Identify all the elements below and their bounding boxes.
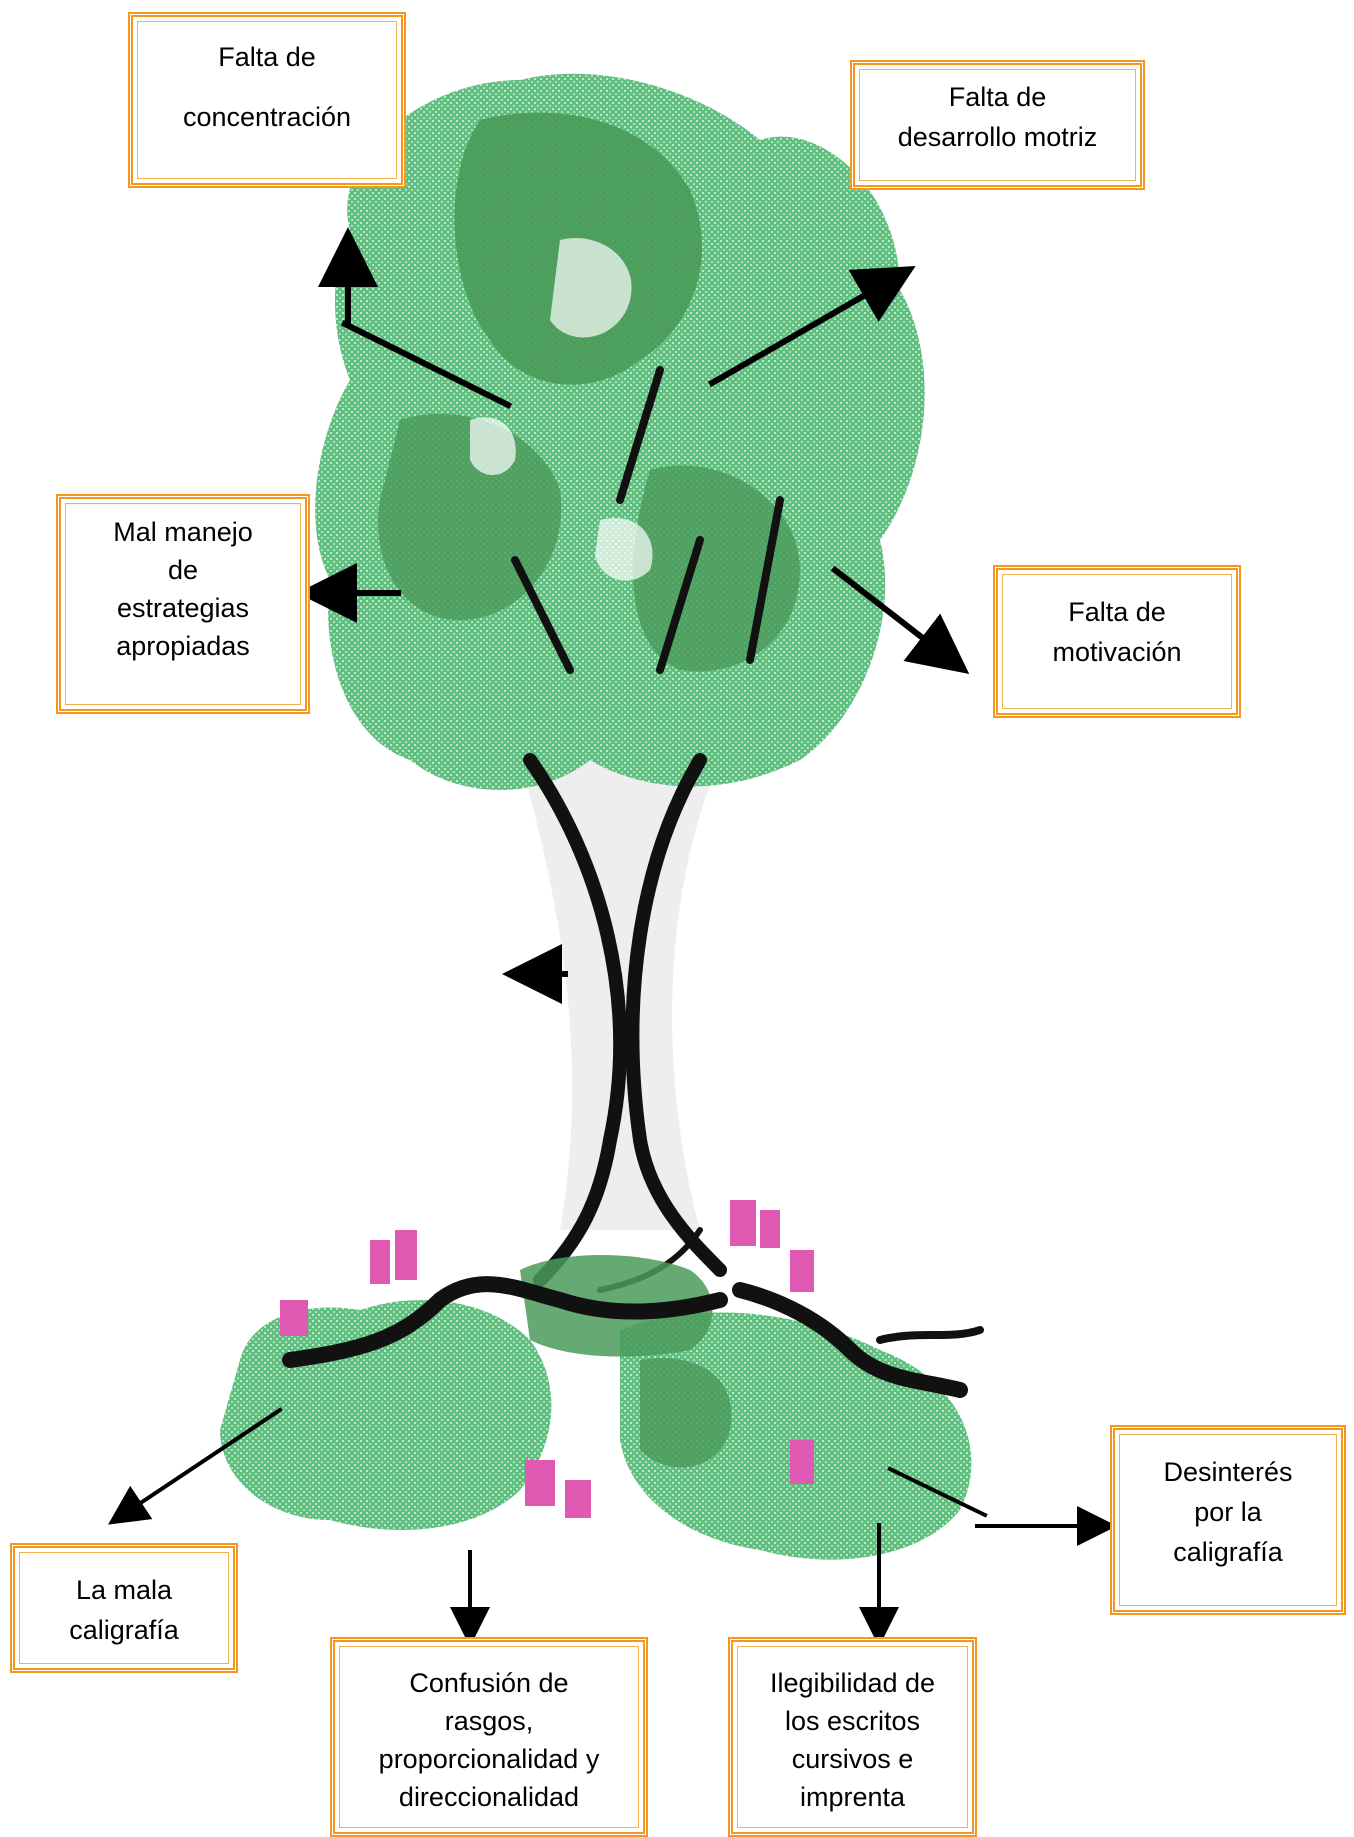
label-text: Falta de desarrollo motriz bbox=[898, 65, 1098, 157]
label-box-top-right: Falta de desarrollo motriz bbox=[850, 60, 1145, 190]
label-box-mid-right: Falta de motivación bbox=[993, 565, 1241, 718]
label-text: La mala caligrafía bbox=[69, 1548, 179, 1650]
label-box-mid-left: Mal manejo de estrategias apropiadas bbox=[56, 494, 310, 714]
label-text: Falta de motivación bbox=[1052, 570, 1181, 672]
label-text: Falta de concentración bbox=[183, 17, 351, 147]
label-text: Confusión de rasgos, proporcionalidad y … bbox=[379, 1642, 600, 1816]
label-text: Ilegibilidad de los escritos cursivos e … bbox=[770, 1642, 935, 1816]
label-box-bottom-right-center: Ilegibilidad de los escritos cursivos e … bbox=[728, 1637, 977, 1837]
tree-canopy bbox=[315, 74, 925, 790]
label-box-top-left: Falta de concentración bbox=[128, 12, 406, 188]
label-box-bottom-right: Desinterés por la caligrafía bbox=[1110, 1425, 1346, 1615]
label-text: Desinterés por la caligrafía bbox=[1163, 1430, 1292, 1572]
label-box-bottom-center: Confusión de rasgos, proporcionalidad y … bbox=[330, 1637, 648, 1837]
label-text: Mal manejo de estrategias apropiadas bbox=[113, 499, 253, 665]
label-box-bottom-left: La mala caligrafía bbox=[10, 1543, 238, 1673]
